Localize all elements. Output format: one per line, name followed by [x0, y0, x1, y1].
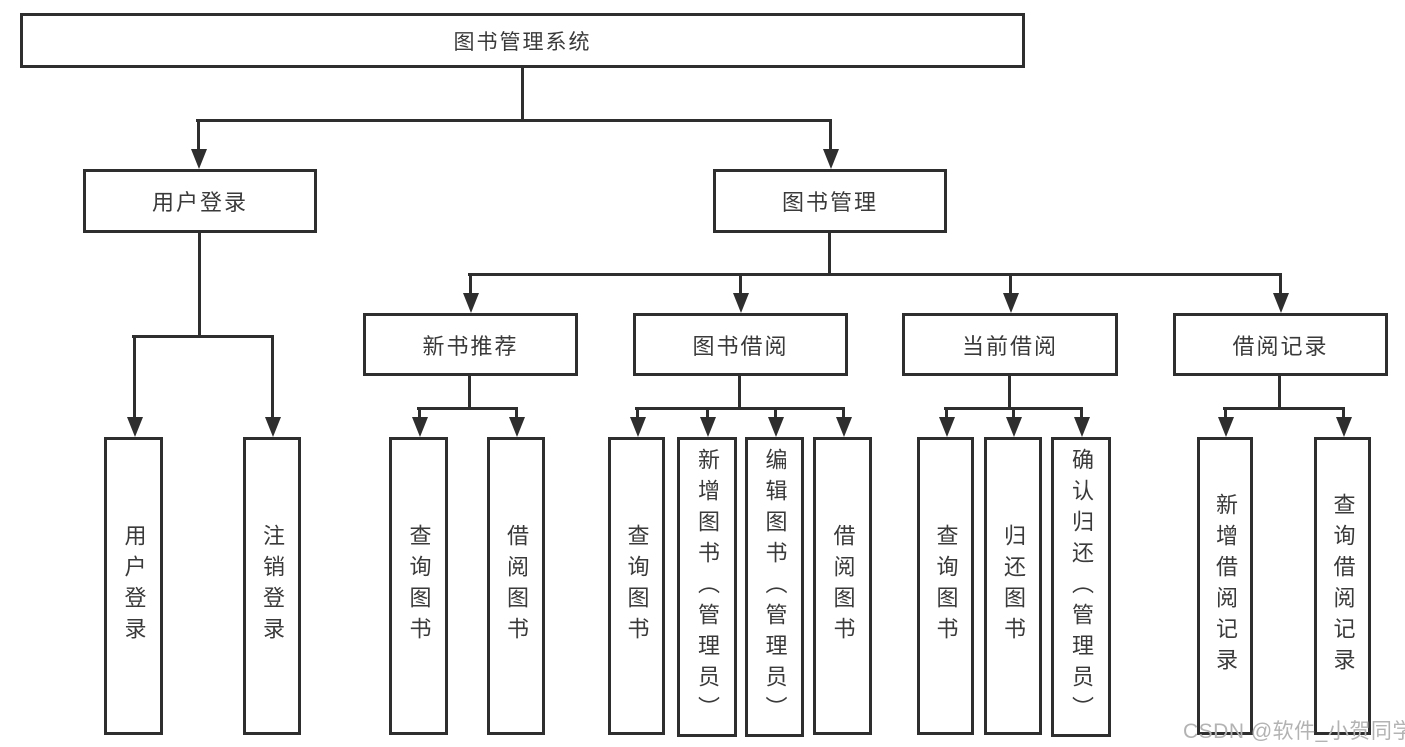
leaf-borrow-books-recommend-label: 借阅图书: [504, 524, 529, 648]
node-book-borrow-label: 图书借阅: [692, 333, 789, 359]
connector-book-borrow-span: [635, 407, 845, 410]
leaf-user-login-label: 用户登录: [121, 524, 147, 648]
arrow-down-icon: [462, 293, 479, 313]
leaf-return-books: 归还图书: [984, 437, 1042, 735]
connector-new-book-recommend-drop: [468, 376, 471, 407]
leaf-query-borrow-record-label: 查询借阅记录: [1330, 493, 1356, 679]
leaf-borrow-books-recommend: 借阅图书: [487, 437, 545, 735]
node-borrow-records: 借阅记录: [1173, 313, 1388, 376]
arrow-to-query-books-recommend: [411, 407, 428, 437]
connector-user-login-drop: [198, 233, 201, 335]
leaf-add-borrow-record-label: 新增借阅记录: [1213, 493, 1238, 679]
arrow-to-borrow-books-recommend: [508, 407, 525, 437]
arrow-to-new-book-recommend: [462, 273, 479, 313]
leaf-add-borrow-record: 新增借阅记录: [1197, 437, 1253, 735]
arrow-to-borrow-records: [1272, 273, 1289, 313]
node-book-management: 图书管理: [713, 169, 947, 233]
node-book-borrow: 图书借阅: [633, 313, 848, 376]
connector-borrow-records-drop: [1278, 376, 1281, 407]
arrow-down-icon: [1272, 293, 1289, 313]
connector-book-borrow-drop: [738, 376, 741, 407]
leaf-borrow-books-borrow: 借阅图书: [813, 437, 872, 735]
leaf-query-borrow-record: 查询借阅记录: [1314, 437, 1371, 735]
arrow-to-leaf-logout: [264, 335, 281, 437]
arrow-down-icon: [1073, 417, 1090, 437]
node-new-book-recommend: 新书推荐: [363, 313, 578, 376]
arrow-to-query-borrow-record: [1335, 407, 1352, 437]
node-current-borrow-label: 当前借阅: [961, 333, 1058, 359]
leaf-query-books-current-label: 查询图书: [933, 524, 959, 648]
arrow-down-icon: [1005, 417, 1022, 437]
node-book-management-label: 图书管理: [781, 190, 878, 215]
leaf-add-books-admin-label: 新增图书（管理员）: [695, 447, 720, 727]
node-root: 图书管理系统: [20, 13, 1025, 68]
connector-borrow-records-span: [1223, 407, 1345, 410]
leaf-logout-label: 注销登录: [260, 524, 285, 648]
leaf-query-books-borrow: 查询图书: [608, 437, 665, 735]
leaf-edit-books-admin: 编辑图书（管理员）: [745, 437, 804, 737]
arrow-down-icon: [822, 149, 839, 169]
arrow-down-icon: [732, 293, 749, 313]
connector-root-span: [196, 119, 832, 122]
arrow-to-confirm-return-admin: [1073, 407, 1090, 437]
connector-book-management-drop: [828, 233, 831, 273]
arrow-down-icon: [699, 417, 716, 437]
leaf-edit-books-admin-label: 编辑图书（管理员）: [762, 447, 788, 727]
arrow-to-add-books-admin: [699, 407, 716, 437]
arrow-down-icon: [126, 417, 143, 437]
connector-user-login-span: [132, 335, 274, 338]
node-current-borrow: 当前借阅: [902, 313, 1118, 376]
arrow-to-borrow-books-borrow: [835, 407, 852, 437]
arrow-down-icon: [411, 417, 428, 437]
arrow-down-icon: [264, 417, 281, 437]
arrow-down-icon: [508, 417, 525, 437]
leaf-query-books-current: 查询图书: [917, 437, 974, 735]
arrow-down-icon: [1217, 417, 1234, 437]
connector-book-management-span: [468, 273, 1282, 276]
leaf-query-books-recommend: 查询图书: [389, 437, 448, 735]
leaf-confirm-return-admin-label: 确认归还（管理员）: [1069, 447, 1094, 727]
arrow-to-leaf-user-login: [126, 335, 143, 437]
arrow-down-icon: [835, 417, 852, 437]
leaf-borrow-books-borrow-label: 借阅图书: [830, 524, 856, 648]
leaf-user-login: 用户登录: [104, 437, 163, 735]
arrow-down-icon: [1335, 417, 1352, 437]
csdn-watermark: CSDN @软件_小贺同学: [1183, 720, 1405, 743]
arrow-down-icon: [767, 417, 784, 437]
arrow-to-current-borrow: [1002, 273, 1019, 313]
node-borrow-records-label: 借阅记录: [1232, 333, 1329, 359]
leaf-return-books-label: 归还图书: [1001, 524, 1026, 648]
leaf-query-books-borrow-label: 查询图书: [624, 524, 650, 648]
arrow-to-return-books: [1005, 407, 1022, 437]
node-root-label: 图书管理系统: [453, 30, 592, 54]
connector-current-borrow-drop: [1008, 376, 1011, 407]
leaf-confirm-return-admin: 确认归还（管理员）: [1051, 437, 1111, 737]
leaf-query-books-recommend-label: 查询图书: [406, 524, 432, 648]
leaf-logout: 注销登录: [243, 437, 301, 735]
arrow-to-query-books-borrow: [629, 407, 646, 437]
arrow-down-icon: [190, 149, 207, 169]
arrow-down-icon: [938, 417, 955, 437]
arrow-to-user-login: [190, 119, 207, 169]
arrow-down-icon: [1002, 293, 1019, 313]
node-new-book-recommend-label: 新书推荐: [422, 333, 519, 359]
arrow-to-book-management: [822, 119, 839, 169]
arrow-to-book-borrow: [732, 273, 749, 313]
arrow-down-icon: [629, 417, 646, 437]
arrow-to-edit-books-admin: [767, 407, 784, 437]
arrow-to-query-books-current: [938, 407, 955, 437]
leaf-add-books-admin: 新增图书（管理员）: [677, 437, 737, 737]
node-user-login: 用户登录: [83, 169, 317, 233]
connector-root-drop: [521, 68, 524, 119]
connector-new-book-recommend-span: [417, 407, 518, 410]
arrow-to-add-borrow-record: [1217, 407, 1234, 437]
node-user-login-label: 用户登录: [151, 190, 248, 215]
